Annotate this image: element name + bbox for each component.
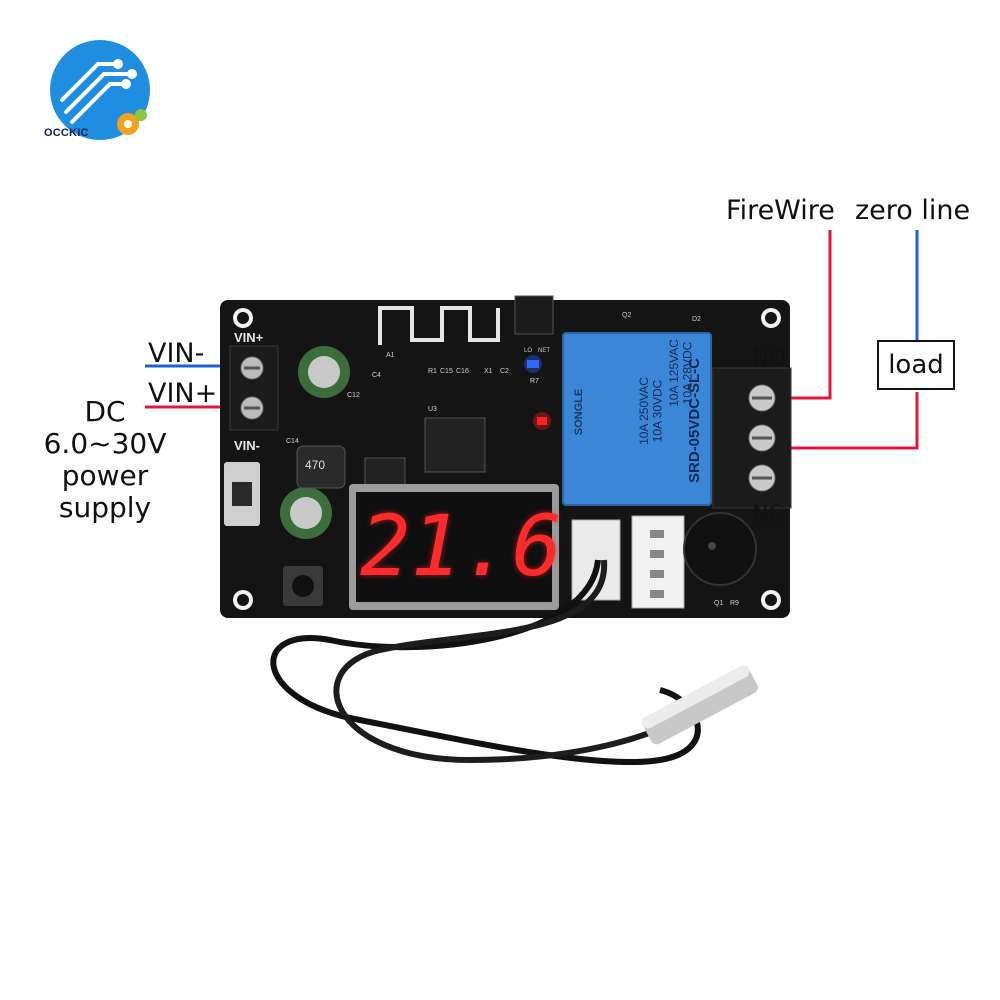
label-power-supply: DC 6.0~30V power supply (40, 396, 170, 524)
logo-brand-text: OCCKIC (44, 127, 89, 139)
relay-model: SRD-05VDC-SL-C (686, 357, 704, 484)
relay (563, 333, 711, 505)
relay-rating-left-1: 10A 250VAC (636, 377, 651, 445)
label-vin-plus: VIN+ (148, 378, 218, 409)
silk-c16: C16 (456, 368, 469, 375)
silk-r7: R7 (530, 378, 539, 385)
brand-logo: OCCKIC (44, 40, 152, 144)
regulator-chip (364, 457, 406, 489)
seven-segment-display (356, 492, 552, 602)
silk-q2: Q2 (622, 312, 632, 319)
power-supply-line-2: 6.0~30V (43, 427, 167, 460)
silk-c14: C14 (286, 438, 299, 445)
power-supply-line-4: supply (58, 491, 152, 524)
silk-c12: C12 (347, 392, 360, 399)
relay-rating-right-1: 10A 125VAC (666, 339, 681, 407)
buzzer (683, 512, 757, 586)
pcb-antenna (378, 306, 500, 345)
silk-u3: U3 (428, 406, 437, 413)
temperature-readout: 21.6 (360, 497, 563, 595)
silk-r9: R9 (730, 600, 739, 607)
silk-d2: D2 (692, 316, 701, 323)
microcontroller-chip (424, 417, 486, 473)
power-supply-line-3: power (61, 459, 149, 492)
load-to-relay-line (760, 392, 919, 450)
sensor-cable (270, 559, 701, 766)
logo-circuit-icon (50, 40, 150, 140)
pin-label-vin-minus: VIN- (234, 438, 260, 453)
silk-a1: A1 (386, 352, 395, 359)
silk-r1: R1 (428, 368, 437, 375)
silk-c4: C4 (372, 372, 381, 379)
led-label-net: NET (538, 348, 550, 354)
label-no: NO (752, 346, 786, 371)
label-zero-line: zero line (855, 195, 971, 226)
silk-c15: C15 (440, 368, 453, 375)
inductor (296, 445, 346, 489)
relay-brand: SONGLE (573, 388, 586, 436)
pin-label-vin-plus: VIN+ (234, 330, 264, 345)
power-supply-line-1: DC (84, 395, 126, 428)
label-vin-minus: VIN- (148, 338, 205, 369)
led-red (537, 417, 547, 425)
relay-rating-left-2: 10A 30VDC (650, 379, 665, 443)
inductor-code: 470 (305, 458, 326, 472)
led-blue (527, 360, 539, 368)
silk-q1: Q1 (714, 600, 724, 607)
load-box: load (877, 340, 955, 390)
label-nc: NC (752, 502, 784, 527)
silk-c2: C2 (500, 368, 509, 375)
label-firewire: FireWire (726, 195, 835, 226)
temperature-probe (642, 665, 758, 745)
silk-x1: X1 (484, 368, 493, 375)
led-label-lo: LO (524, 348, 533, 354)
relay-label-area: SONGLE 10A 250VAC 10A 30VDC 10A 125VAC 1… (570, 336, 706, 502)
logo-mark (514, 295, 554, 335)
